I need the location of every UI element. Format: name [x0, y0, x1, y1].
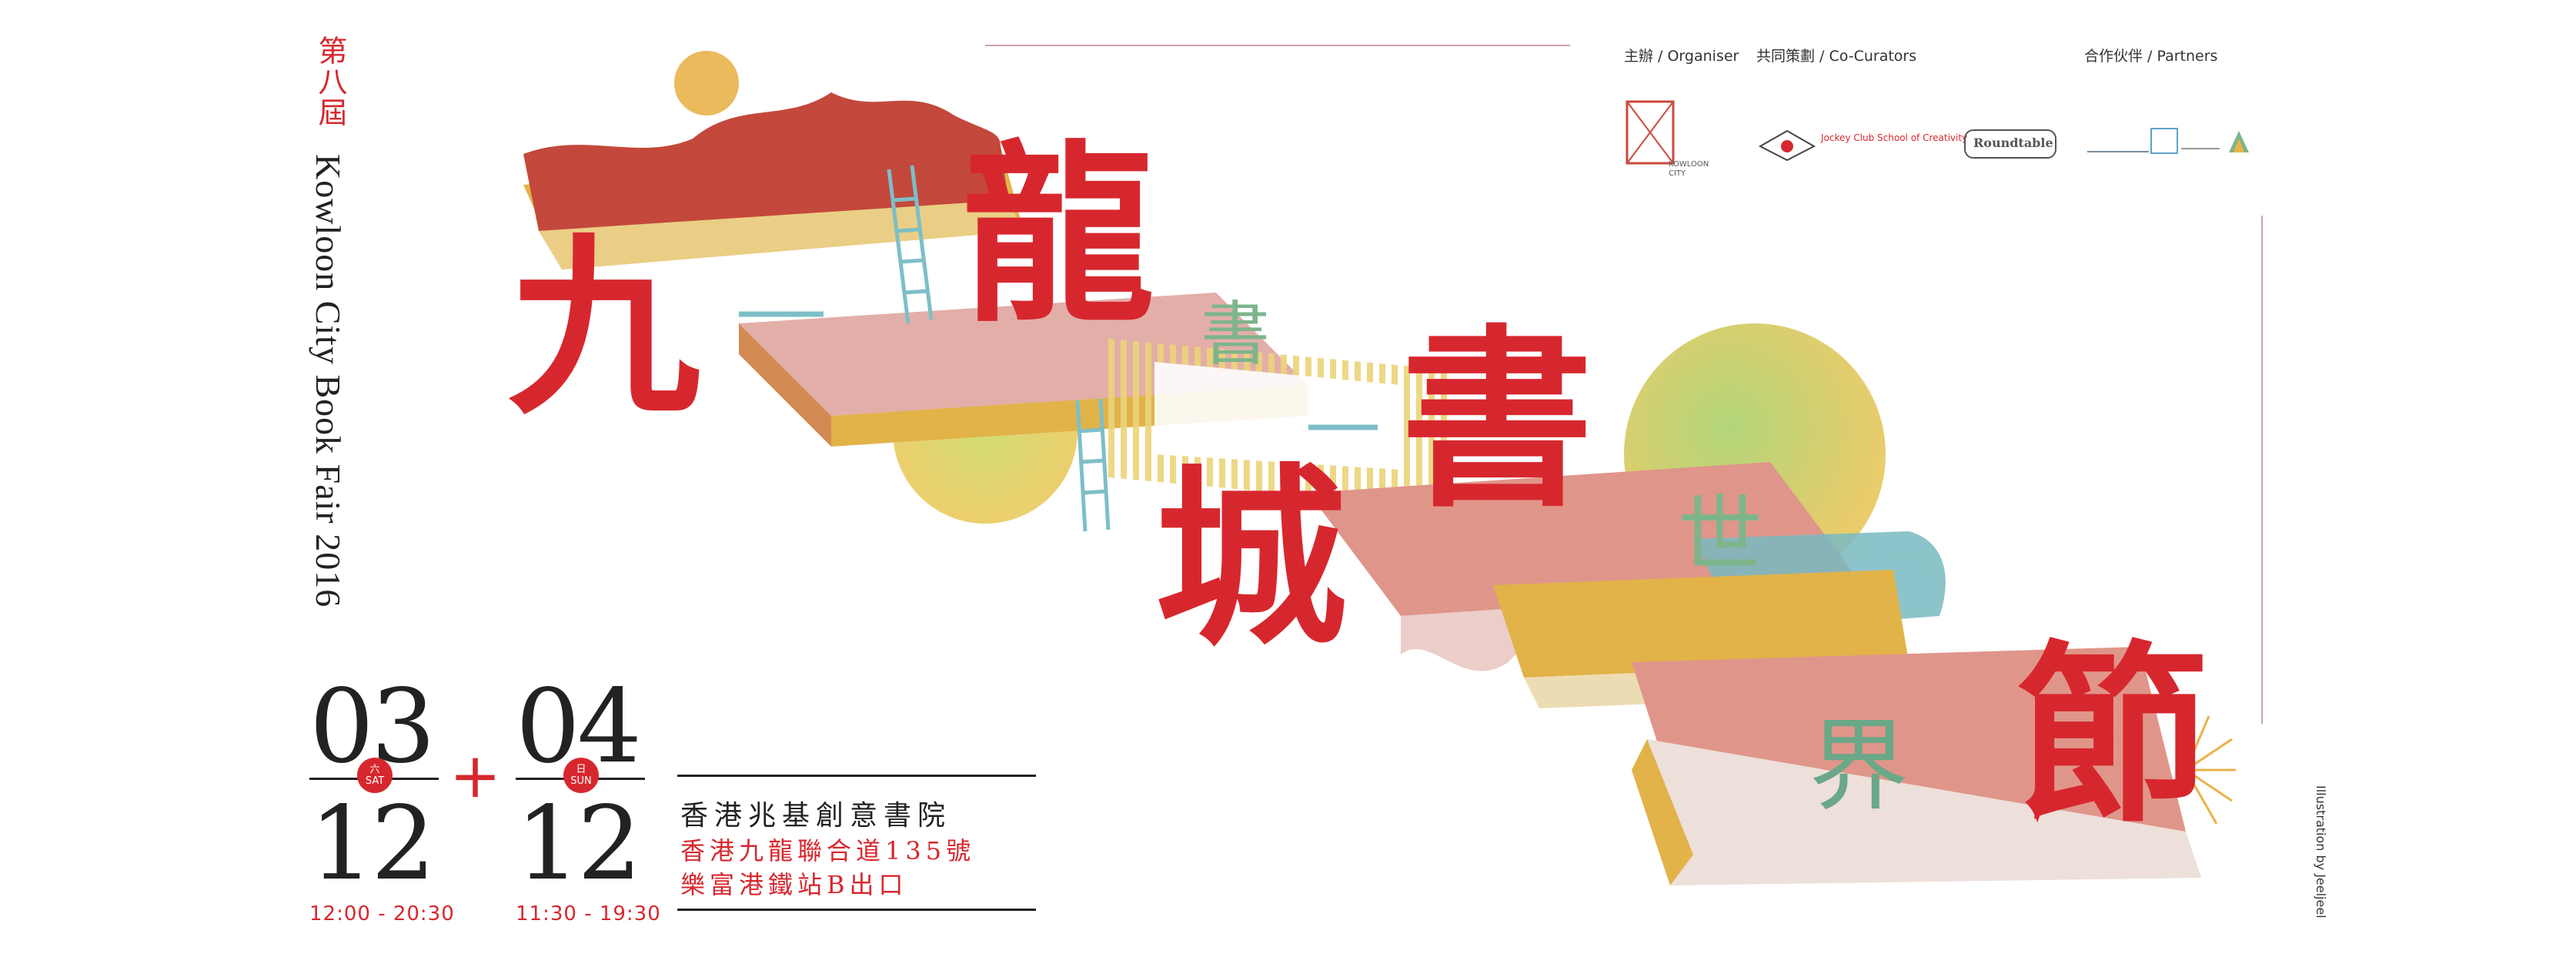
school-logo: Jockey Club School of Creativity	[1756, 123, 1967, 165]
headline-char-2: 龍	[962, 122, 1154, 348]
illustration-credit: Illustration by Jeeljeel	[2314, 785, 2328, 919]
right-rule	[2261, 216, 2263, 724]
partner-logo-1	[2087, 136, 2149, 152]
ladder-1	[887, 165, 934, 324]
venue-bottom-rule	[677, 909, 1036, 911]
ladder-2	[1075, 398, 1111, 532]
edition-label: 第八屆	[313, 35, 346, 128]
bottom-book	[1632, 647, 2201, 885]
date-2-month: 12	[516, 785, 642, 903]
top-rule	[985, 45, 1570, 46]
title-english: Kowloon City Book Fair 2016	[309, 154, 348, 608]
headline-char-3: 城	[1154, 445, 1347, 671]
partner-logo-2	[2150, 128, 2178, 154]
partner-logo-3	[2181, 139, 2220, 149]
accent-char-1: 書	[1201, 294, 1270, 375]
organiser-label: 主辦 / Organiser	[1624, 48, 1739, 65]
date-2-hours: 11:30 - 19:30	[516, 902, 661, 926]
plus-sign: +	[449, 740, 502, 812]
date-1-month: 12	[309, 785, 436, 903]
partners-label: 合作伙伴 / Partners	[2084, 48, 2218, 65]
venue-name: 香港兆基創意書院	[680, 800, 952, 832]
venue-address: 香港九龍聯合道135號	[680, 836, 976, 865]
venue-transport: 樂富港鐵站B出口	[680, 870, 908, 899]
small-sun	[674, 51, 739, 115]
partner-logo-4	[2227, 129, 2250, 154]
roundtable-logo: Roundtable	[1964, 129, 2056, 159]
co-curators-label: 共同策劃 / Co-Curators	[1756, 48, 1917, 65]
venue-top-rule	[677, 775, 1036, 777]
headline-char-5: 節	[2016, 622, 2209, 849]
accent-char-2: 世	[1678, 486, 1762, 584]
sun-rays	[2184, 708, 2236, 825]
date-1-hours: 12:00 - 20:30	[309, 902, 455, 926]
striped-frame	[1108, 339, 1447, 508]
accent-char-3: 界	[1809, 708, 1909, 825]
headline-char-1: 九	[508, 214, 700, 440]
headline-char-4: 書	[1401, 306, 1593, 533]
organiser-logo: KOWLOON CITY	[1624, 97, 1709, 197]
